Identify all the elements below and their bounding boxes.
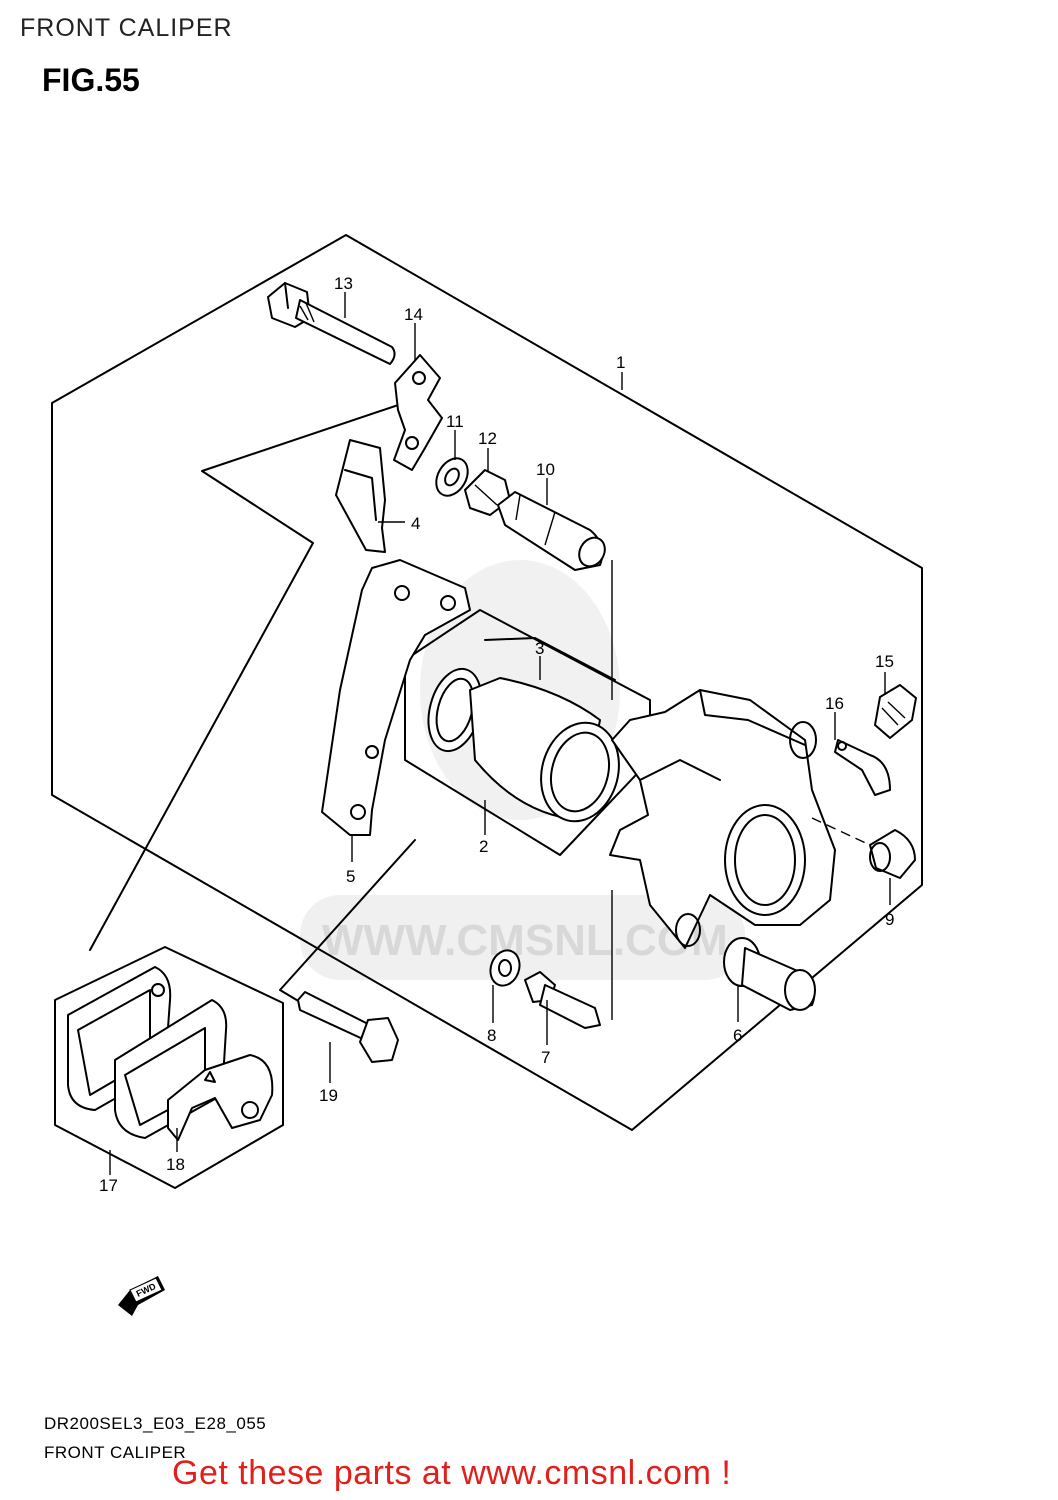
pad-kit-outline <box>54 946 284 1189</box>
piston-inner-outline <box>484 637 616 681</box>
callout-8: 8 <box>487 1026 496 1045</box>
callout-18: 18 <box>166 1155 185 1174</box>
part-9-plug <box>869 829 916 879</box>
callout-6: 6 <box>733 1026 742 1045</box>
callout-14: 14 <box>404 305 423 324</box>
callout-12: 12 <box>478 429 497 448</box>
callout-7: 7 <box>541 1048 550 1067</box>
part-2-3-piston <box>427 667 620 823</box>
figure-number: FIG.55 <box>42 62 140 98</box>
subgroup-outline <box>89 394 429 951</box>
part-16-cap <box>834 739 891 796</box>
callout-11: 11 <box>446 412 464 431</box>
part-13-slide-pin <box>267 282 396 365</box>
part-19-bolt <box>297 991 399 1063</box>
leader-9 <box>811 817 871 846</box>
callout-2: 2 <box>479 837 488 856</box>
callout-17: 17 <box>99 1176 118 1195</box>
footer-title: FRONT CALIPER <box>44 1443 187 1462</box>
callout-4: 4 <box>411 514 420 533</box>
callout-3: 3 <box>535 639 544 658</box>
callout-16: 16 <box>825 694 844 713</box>
promo-link[interactable]: Get these parts at www.cmsnl.com ! <box>172 1454 732 1492</box>
callout-19: 19 <box>319 1086 338 1105</box>
part-7-bolt <box>524 971 601 1029</box>
callout-15: 15 <box>875 652 894 671</box>
callout-labels: 1 2 3 4 5 6 7 8 9 10 11 12 13 14 15 16 1… <box>99 274 894 1195</box>
part-10-slide-pin <box>497 491 606 571</box>
leader-lines <box>109 292 891 1175</box>
callout-9: 9 <box>885 910 894 929</box>
callout-1: 1 <box>616 353 625 372</box>
caliper-body <box>609 689 836 949</box>
part-14-clip <box>393 354 443 471</box>
callout-13: 13 <box>334 274 353 293</box>
part-18-shim <box>167 1054 274 1141</box>
header-title: FRONT CALIPER <box>20 14 233 42</box>
watermark-text: WWW.CMSNL.COM <box>322 916 728 965</box>
part-11-washer <box>435 457 469 497</box>
model-code: DR200SEL3_E03_E28_055 <box>44 1414 267 1433</box>
part-6-slide-pin <box>723 937 816 1011</box>
part-15-bleeder <box>874 684 917 739</box>
part-17-pads <box>67 966 228 1139</box>
part-4-pad-spring <box>335 439 386 553</box>
callout-10: 10 <box>536 460 555 479</box>
assembly-outline <box>51 234 923 1131</box>
part-5-bracket <box>321 559 471 836</box>
fwd-arrow-icon: FWD <box>118 1276 165 1316</box>
callout-5: 5 <box>346 867 355 886</box>
part-8-washer <box>489 949 521 987</box>
